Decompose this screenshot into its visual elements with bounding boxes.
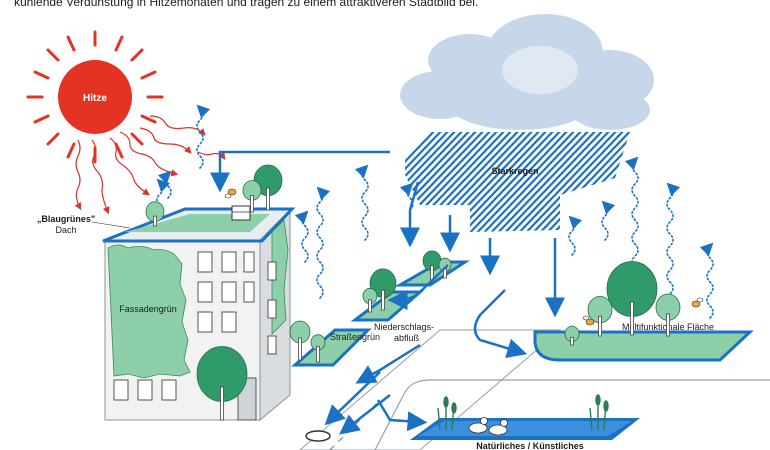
manhole-icon: [305, 430, 331, 442]
rain-hatching: [405, 132, 630, 232]
duck-icon: [468, 417, 508, 436]
beehive-icon: [231, 205, 251, 221]
hitze-label: Hitze: [83, 93, 107, 104]
starkregen-label: Starkregen: [491, 166, 538, 176]
multifunctional-area: [533, 330, 754, 362]
caption-text: kühlende Verdunstung in Hitzemonaten und…: [14, 0, 479, 9]
tree-icon: [289, 320, 311, 361]
road: [299, 329, 770, 450]
tree-icon: [196, 346, 248, 421]
sun-icon: [26, 30, 164, 164]
reed-icon: [437, 394, 609, 431]
tree-icon: [655, 293, 681, 337]
tree-icon: [362, 287, 378, 313]
tree-icon: [242, 180, 262, 213]
fassade-label: Fassadengrün: [119, 304, 177, 314]
cloud-icon: [400, 14, 654, 130]
tree-icon: [310, 334, 326, 363]
tree-icon: [564, 325, 580, 346]
tree-icon: [587, 295, 613, 337]
tree-icon: [438, 257, 452, 279]
tree-icon: [145, 201, 165, 227]
dach-label-line1: „Blaugrünes": [37, 214, 95, 224]
gewaesser-label: Natürliches / Künstliches: [476, 441, 584, 450]
bee-icon: [224, 188, 704, 326]
dach-label-line2: Dach: [55, 225, 76, 235]
heat-rays: [74, 115, 226, 215]
strassengruen-label: Straßengrün: [330, 332, 380, 342]
pond: [410, 418, 640, 440]
water-flow-arrows: [210, 150, 565, 435]
abfluss-label-line1: Niederschlags-: [374, 322, 434, 332]
tree-icon: [606, 261, 658, 336]
evaporation-arrows: [156, 104, 714, 319]
abfluss-label-line2: abfluß: [394, 333, 420, 343]
